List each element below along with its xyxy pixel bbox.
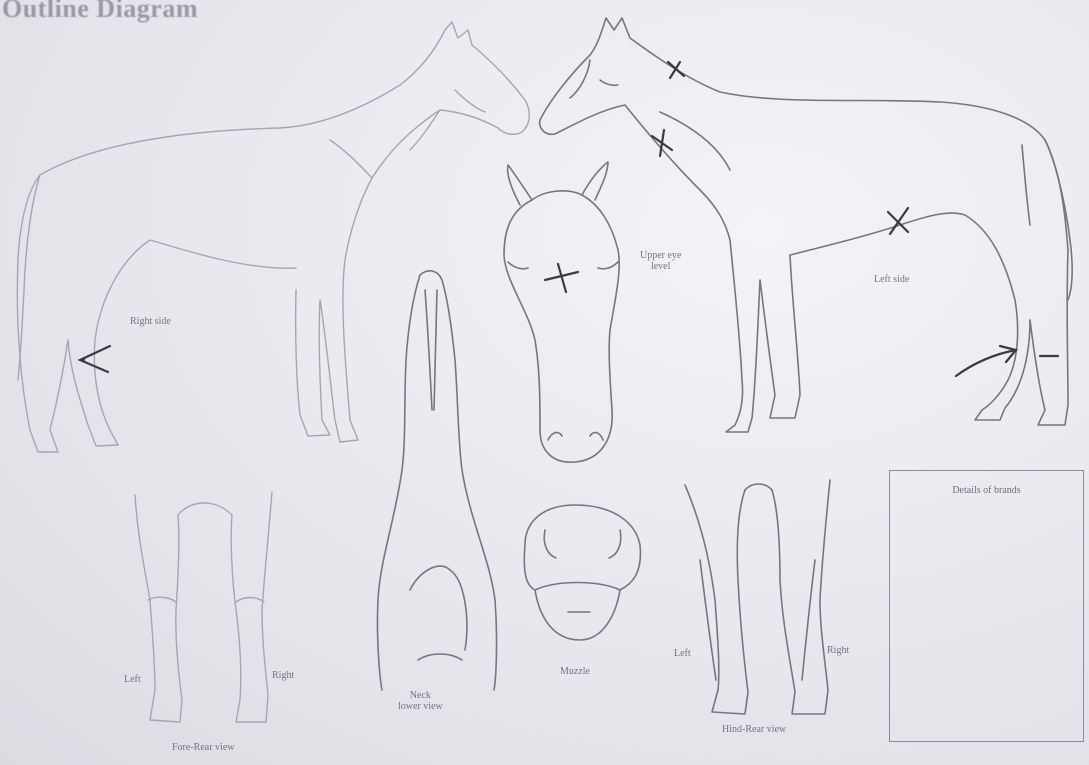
label-upper-eye-level: Upper eye level xyxy=(640,250,681,272)
marking-cross-shoulder xyxy=(652,130,672,156)
label-muzzle: Muzzle xyxy=(560,666,590,677)
marking-arrow-left-hind xyxy=(956,346,1016,376)
muzzle-outline xyxy=(524,505,640,640)
label-fore-rear-view: Fore-Rear view xyxy=(172,742,234,753)
label-right-side: Right side xyxy=(130,316,171,327)
marking-cross-forehead xyxy=(545,264,578,292)
label-hind-left: Left xyxy=(674,648,691,659)
marking-cross-flank xyxy=(888,208,908,234)
label-neck-lower-view: Neck lower view xyxy=(398,690,443,712)
label-details-of-brands: Details of brands xyxy=(890,485,1083,496)
label-left-side: Left side xyxy=(874,274,909,285)
marking-cross-neck-top xyxy=(668,62,684,78)
hind-rear-view-outline xyxy=(685,480,830,714)
right-side-horse-outline xyxy=(17,22,529,452)
label-fore-right: Right xyxy=(272,670,294,681)
label-hind-rear-view: Hind-Rear view xyxy=(722,724,786,735)
left-side-horse-outline xyxy=(540,18,1073,432)
head-front-view-outline xyxy=(504,162,619,462)
label-fore-left: Left xyxy=(124,674,141,685)
fore-rear-view-outline xyxy=(135,492,272,722)
neck-lower-view-outline xyxy=(377,271,496,690)
details-of-brands-box[interactable]: Details of brands xyxy=(889,470,1084,742)
label-hind-right: Right xyxy=(827,645,849,656)
